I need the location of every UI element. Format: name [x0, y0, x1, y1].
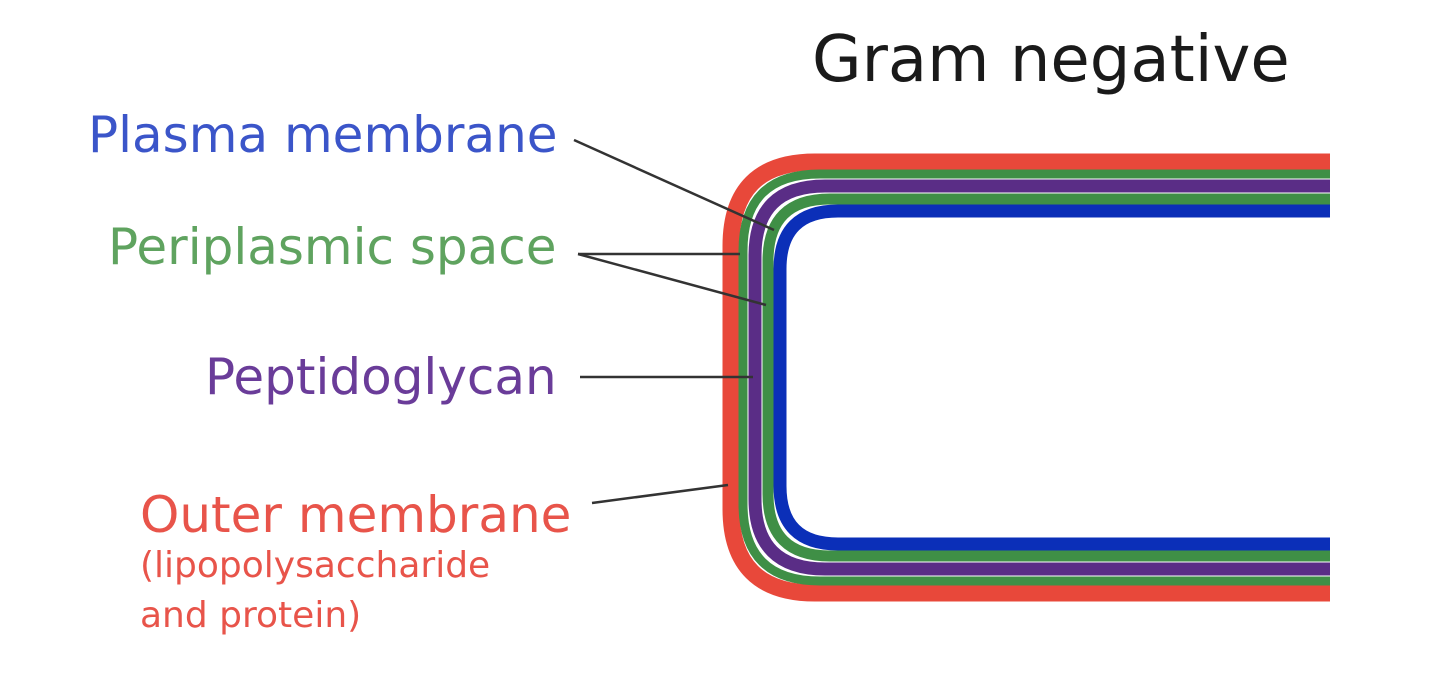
outer-membrane-layer [722, 153, 1330, 602]
peptidoglycan-label: Peptidoglycan [205, 348, 557, 406]
outer-membrane-label: Outer membrane [140, 486, 572, 544]
periplasmic-space-label: Periplasmic space [108, 218, 557, 276]
peptidoglycan-layer [748, 179, 1330, 576]
plasma-membrane-label: Plasma membrane [88, 106, 558, 164]
plasma-membrane-layer [773, 204, 1330, 551]
outer-membrane-note-line-2: and protein) [140, 595, 362, 636]
plasma-membrane-leader-line [573, 138, 775, 232]
outer-membrane-leader-line [591, 483, 729, 505]
diagram-title: Gram negative [812, 23, 1290, 97]
outer-membrane-note-line-1: (lipopolysaccharide [140, 545, 491, 586]
periplasmic-space-inner-layer [762, 193, 1330, 562]
periplasmic-space-leader-line-b [577, 252, 767, 307]
periplasmic-space-outer-layer [738, 169, 1330, 586]
